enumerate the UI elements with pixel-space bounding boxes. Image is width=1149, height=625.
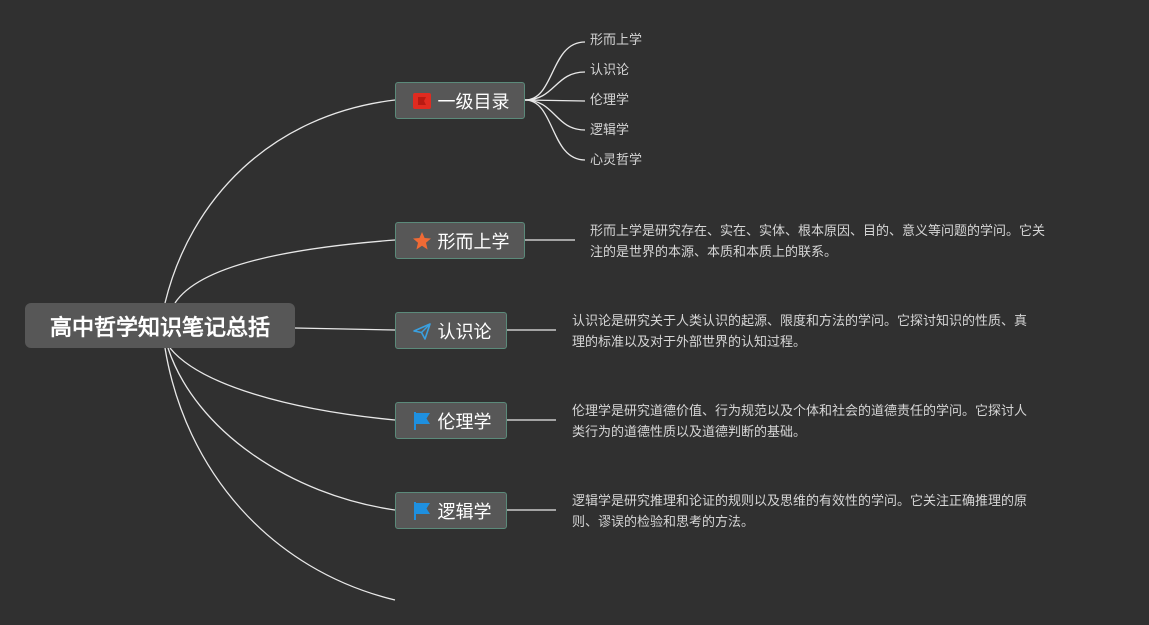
description-logic[interactable]: 逻辑学是研究推理和论证的规则以及思维的有效性的学问。它关注正确推理的原 则、谬误… <box>572 491 1072 533</box>
branch-node-epistemology[interactable]: 认识论 <box>395 312 507 349</box>
toc-item-epistemology[interactable]: 认识论 <box>590 63 630 78</box>
connector-root-epistemology <box>294 327 396 331</box>
root-node[interactable]: 高中哲学知识笔记总括 <box>25 303 295 348</box>
toc-item-metaphysics[interactable]: 形而上学 <box>590 33 643 48</box>
branch-node-logic-label: 逻辑学 <box>437 501 492 523</box>
branch-node-metaphysics-label: 形而上学 <box>437 231 510 253</box>
description-line: 类行为的道德性质以及道德判断的基础。 <box>572 425 807 440</box>
description-line: 则、谬误的检验和思考的方法。 <box>572 515 755 530</box>
description-line: 注的是世界的本源、本质和本质上的联系。 <box>590 245 838 260</box>
connector-toc-2 <box>524 71 586 101</box>
connector-root-logic <box>167 347 396 511</box>
paper-plane-icon <box>411 320 433 342</box>
connector-toc-3 <box>524 99 586 102</box>
toc-item-ethics[interactable]: 伦理学 <box>590 93 630 108</box>
description-ethics[interactable]: 伦理学是研究道德价值、行为规范以及个体和社会的道德责任的学问。它探讨人 类行为的… <box>572 401 1072 443</box>
branch-node-metaphysics[interactable]: 形而上学 <box>395 222 525 259</box>
description-line: 理的标准以及对于外部世界的认知过程。 <box>572 335 807 350</box>
connector-toc-1 <box>524 41 586 101</box>
toc-item-philosophy-of-mind[interactable]: 心灵哲学 <box>590 153 643 168</box>
blue-flag-icon <box>411 410 433 432</box>
description-line: 形而上学是研究存在、实在、实体、根本原因、目的、意义等问题的学问。它关 <box>590 224 1046 239</box>
branch-node-ethics[interactable]: 伦理学 <box>395 402 507 439</box>
red-flag-icon <box>411 90 433 112</box>
branch-node-toc-label: 一级目录 <box>437 91 510 113</box>
connector-root-ethics <box>169 347 396 421</box>
toc-item-logic[interactable]: 逻辑学 <box>590 123 630 138</box>
branch-node-toc[interactable]: 一级目录 <box>395 82 525 119</box>
connector-toc-5 <box>524 99 586 161</box>
root-node-label: 高中哲学知识笔记总括 <box>49 315 270 341</box>
connector-root-extra <box>164 347 396 601</box>
connector-toc-4 <box>524 99 586 131</box>
connector-root-toc <box>164 99 396 304</box>
branch-node-ethics-label: 伦理学 <box>437 411 492 433</box>
blue-flag-icon <box>411 500 433 522</box>
branch-node-logic[interactable]: 逻辑学 <box>395 492 507 529</box>
branch-node-epistemology-label: 认识论 <box>437 321 492 343</box>
description-epistemology[interactable]: 认识论是研究关于人类认识的起源、限度和方法的学问。它探讨知识的性质、真 理的标准… <box>572 311 1072 353</box>
orange-star-icon <box>411 230 433 252</box>
description-line: 认识论是研究关于人类认识的起源、限度和方法的学问。它探讨知识的性质、真 <box>572 314 1028 329</box>
connector-root-metaphysics <box>174 239 396 304</box>
description-line: 伦理学是研究道德价值、行为规范以及个体和社会的道德责任的学问。它探讨人 <box>572 404 1028 419</box>
description-metaphysics[interactable]: 形而上学是研究存在、实在、实体、根本原因、目的、意义等问题的学问。它关 注的是世… <box>590 221 1090 263</box>
description-line: 逻辑学是研究推理和论证的规则以及思维的有效性的学问。它关注正确推理的原 <box>572 494 1028 509</box>
